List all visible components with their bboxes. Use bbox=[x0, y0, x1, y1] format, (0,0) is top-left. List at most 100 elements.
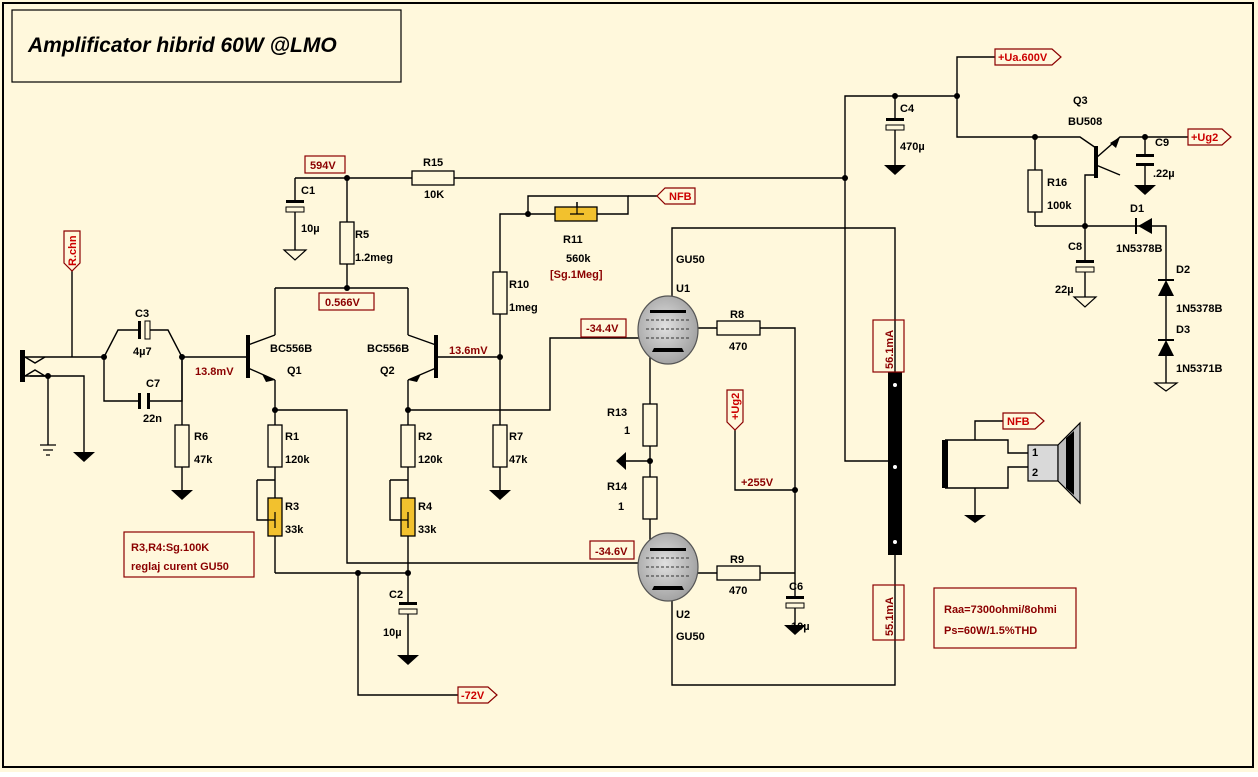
probe-i2-box bbox=[872, 584, 905, 641]
note-spec-box bbox=[933, 587, 1077, 649]
label-r3: R3 bbox=[285, 501, 299, 513]
speaker-pin1-label: 1 bbox=[1032, 447, 1038, 459]
net-tag-ug2-right-label: +Ug2 bbox=[1191, 132, 1218, 144]
resistor-r13 bbox=[642, 403, 658, 447]
note-spec: Raa=7300ohmi/8ohmi Ps=60W/1.5%THD bbox=[933, 587, 1077, 649]
label-u2: U2 bbox=[676, 609, 690, 621]
capacitor-c1 bbox=[285, 200, 305, 213]
diagram-title: Amplificator hibrid 60W @LMO bbox=[27, 34, 337, 57]
net-tag-neg72: -72V bbox=[457, 686, 498, 704]
tube-u1 bbox=[637, 295, 699, 365]
capacitor-c4 bbox=[885, 118, 905, 131]
value-r16: 100k bbox=[1047, 200, 1072, 212]
ground-d3 bbox=[1153, 382, 1179, 392]
probe-q1-base: 13.8mV bbox=[195, 366, 234, 378]
probe-vg2: -34.6V bbox=[595, 546, 628, 558]
net-tags: +Ua.600V +Ug2 NFB NFB -72V +Ug2 R.chn bbox=[63, 48, 1232, 704]
value-c4: 470µ bbox=[900, 141, 925, 153]
transistors bbox=[246, 137, 1120, 382]
note-r11: [Sg.1Meg] bbox=[550, 269, 603, 281]
value-c3: 4µ7 bbox=[133, 346, 152, 358]
label-c9: C9 bbox=[1155, 137, 1169, 149]
type-q3: BU508 bbox=[1068, 116, 1102, 128]
label-r8: R8 bbox=[730, 309, 744, 321]
label-r4: R4 bbox=[418, 501, 433, 513]
type-d3: 1N5371B bbox=[1176, 363, 1223, 375]
transistor-q3 bbox=[1094, 137, 1120, 178]
value-r4: 33k bbox=[418, 524, 437, 536]
note-trim-line2: reglaj curent GU50 bbox=[131, 561, 229, 573]
probe-vg1-box bbox=[580, 318, 627, 338]
tube-u2 bbox=[637, 532, 699, 602]
value-r10: 1meg bbox=[509, 302, 538, 314]
type-d2: 1N5378B bbox=[1176, 303, 1223, 315]
label-r7: R7 bbox=[509, 431, 523, 443]
net-tag-ug2-mid: +Ug2 bbox=[726, 389, 744, 431]
speaker: 1 2 bbox=[942, 421, 1081, 505]
label-d3: D3 bbox=[1176, 324, 1190, 336]
diode-d3 bbox=[1158, 339, 1174, 356]
diode-d2 bbox=[1158, 279, 1174, 296]
resistor-r9 bbox=[716, 565, 761, 581]
value-c8: 22µ bbox=[1055, 284, 1074, 296]
type-d1: 1N5378B bbox=[1116, 243, 1163, 255]
ground-c6 bbox=[784, 625, 806, 635]
output-transformer bbox=[888, 372, 902, 555]
label-r9: R9 bbox=[730, 554, 744, 566]
value-r15: 10K bbox=[424, 189, 444, 201]
label-q3: Q3 bbox=[1073, 95, 1088, 107]
probe-vg2-box bbox=[589, 540, 635, 560]
net-tag-ua-label: +Ua.600V bbox=[998, 52, 1048, 64]
ground-r7 bbox=[489, 490, 511, 500]
value-r3: 33k bbox=[285, 524, 304, 536]
net-tag-nfb-speaker: NFB bbox=[1002, 412, 1045, 430]
diode-d1 bbox=[1135, 218, 1152, 234]
label-c7: C7 bbox=[146, 378, 160, 390]
note-spec-line1: Raa=7300ohmi/8ohmi bbox=[944, 604, 1057, 616]
value-r9: 470 bbox=[729, 585, 747, 597]
value-c1: 10µ bbox=[301, 223, 320, 235]
speaker-pin2-label: 2 bbox=[1032, 467, 1038, 479]
label-c6: C6 bbox=[789, 581, 803, 593]
probe-0566v-box bbox=[318, 292, 375, 311]
ground-c4 bbox=[884, 165, 906, 175]
value-r2: 120k bbox=[418, 454, 443, 466]
input-jack bbox=[20, 350, 46, 382]
title-block: Amplificator hibrid 60W @LMO bbox=[11, 9, 402, 83]
label-u1: U1 bbox=[676, 283, 690, 295]
label-r5: R5 bbox=[355, 229, 369, 241]
resistor-r16 bbox=[1027, 169, 1043, 213]
wires bbox=[24, 56, 1188, 696]
capacitors bbox=[138, 118, 1154, 615]
label-r1: R1 bbox=[285, 431, 299, 443]
probe-594v: 594V bbox=[310, 160, 336, 172]
label-c1: C1 bbox=[301, 185, 315, 197]
resistor-r2 bbox=[400, 424, 416, 468]
component-labels: C1 10µ R5 1.2meg R15 10K C3 4µ7 C7 22n R… bbox=[133, 95, 1223, 643]
value-c7: 22n bbox=[143, 413, 162, 425]
label-d2: D2 bbox=[1176, 264, 1190, 276]
type-q2: BC556B bbox=[367, 343, 409, 355]
resistor-r1 bbox=[267, 424, 283, 468]
value-c9: .22µ bbox=[1153, 168, 1175, 180]
net-tag-nfb-speaker-label: NFB bbox=[1007, 416, 1030, 428]
capacitor-c7 bbox=[138, 393, 150, 409]
label-c3: C3 bbox=[135, 308, 149, 320]
type-u2: GU50 bbox=[676, 631, 705, 643]
value-c2: 10µ bbox=[383, 627, 402, 639]
ground-c2 bbox=[397, 655, 419, 665]
value-r1: 120k bbox=[285, 454, 310, 466]
probe-labels: 594V 0.566V 13.8mV 13.6mV -34.4V -34.6V … bbox=[195, 155, 905, 641]
probe-i1-box bbox=[872, 319, 905, 373]
label-q2: Q2 bbox=[380, 365, 395, 377]
ground-input bbox=[73, 452, 95, 462]
label-q1: Q1 bbox=[287, 365, 302, 377]
value-r5: 1.2meg bbox=[355, 252, 393, 264]
resistor-r8 bbox=[716, 320, 761, 336]
transistor-q2 bbox=[408, 335, 438, 382]
resistor-r15 bbox=[411, 170, 455, 186]
ground-symbols bbox=[40, 165, 1179, 665]
label-r16: R16 bbox=[1047, 177, 1067, 189]
